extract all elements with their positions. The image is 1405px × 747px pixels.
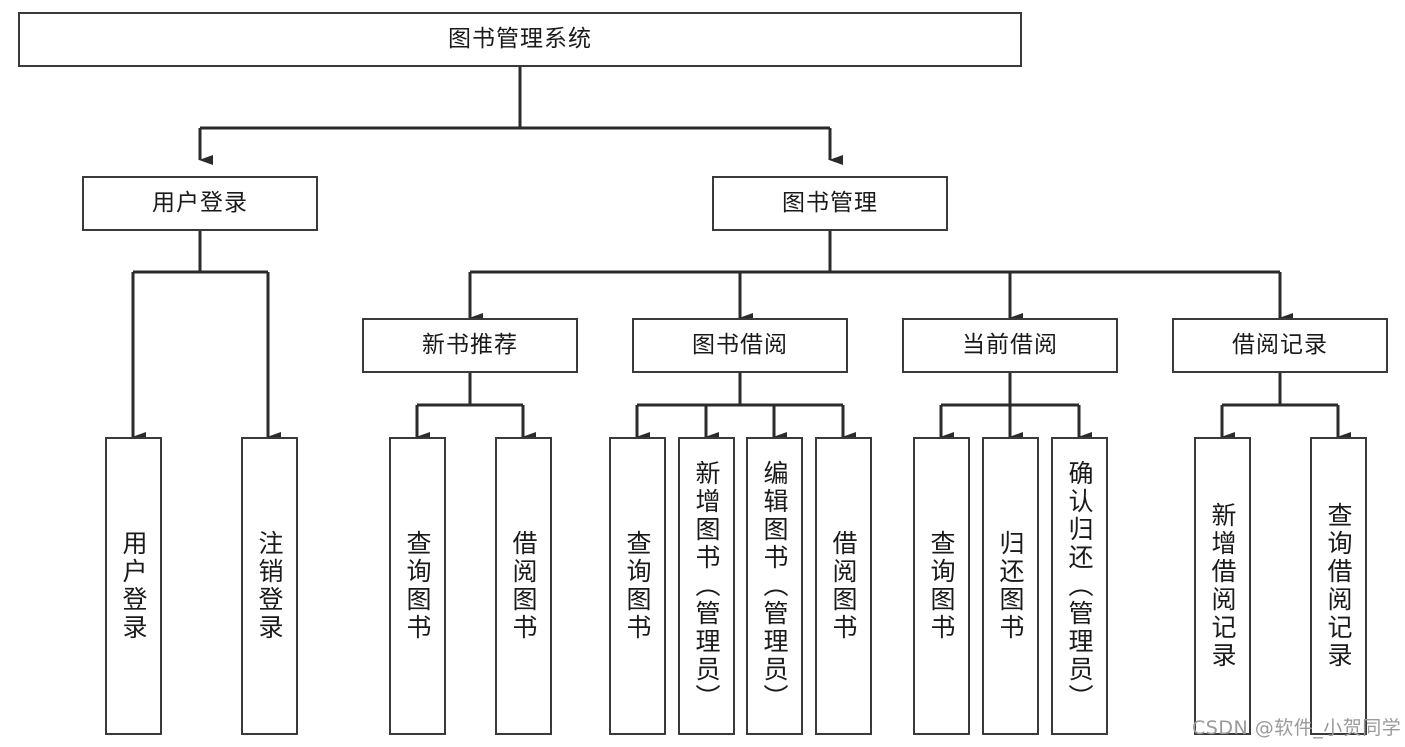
node-root-label: 图书管理系统 — [448, 25, 592, 52]
leaf-query-book-3-label: 查询图书 — [927, 530, 956, 642]
leaf-query-record[interactable]: 查询借阅记录 — [1310, 437, 1367, 735]
leaf-add-record-label: 新增借阅记录 — [1208, 502, 1237, 670]
node-borrow-record-label: 借阅记录 — [1232, 331, 1328, 358]
node-book-borrow[interactable]: 图书借阅 — [632, 318, 848, 373]
leaf-user-login-label: 用户登录 — [119, 530, 148, 642]
node-user-login-label: 用户登录 — [152, 189, 248, 216]
leaf-query-book-1[interactable]: 查询图书 — [389, 437, 446, 735]
node-new-book-recommend-label: 新书推荐 — [422, 331, 518, 358]
leaf-query-book-2[interactable]: 查询图书 — [609, 437, 666, 735]
leaf-borrow-book-1-label: 借阅图书 — [509, 530, 538, 642]
leaf-logout-login-label: 注销登录 — [255, 530, 284, 642]
leaf-add-book[interactable]: 新增图书（管理员） — [678, 437, 735, 735]
leaf-query-book-1-label: 查询图书 — [403, 530, 432, 642]
leaf-add-book-label: 新增图书（管理员） — [692, 460, 721, 712]
node-borrow-record[interactable]: 借阅记录 — [1172, 318, 1388, 373]
node-current-borrow[interactable]: 当前借阅 — [902, 318, 1118, 373]
node-book-manage-label: 图书管理 — [782, 189, 878, 216]
leaf-edit-book-label: 编辑图书（管理员） — [760, 460, 789, 712]
leaf-borrow-book-2-label: 借阅图书 — [829, 530, 858, 642]
node-book-borrow-label: 图书借阅 — [692, 331, 788, 358]
leaf-borrow-book-1[interactable]: 借阅图书 — [495, 437, 552, 735]
node-user-login[interactable]: 用户登录 — [82, 176, 318, 231]
node-new-book-recommend[interactable]: 新书推荐 — [362, 318, 578, 373]
leaf-confirm-return-label: 确认归还（管理员） — [1065, 460, 1094, 712]
node-book-manage[interactable]: 图书管理 — [712, 176, 948, 231]
leaf-query-record-label: 查询借阅记录 — [1324, 502, 1353, 670]
node-current-borrow-label: 当前借阅 — [962, 331, 1058, 358]
leaf-user-login[interactable]: 用户登录 — [105, 437, 162, 735]
leaf-add-record[interactable]: 新增借阅记录 — [1194, 437, 1251, 735]
leaf-edit-book[interactable]: 编辑图书（管理员） — [746, 437, 803, 735]
csdn-watermark: CSDN @软件_小贺同学 — [1192, 717, 1402, 739]
leaf-query-book-2-label: 查询图书 — [623, 530, 652, 642]
leaf-return-book-label: 归还图书 — [996, 530, 1025, 642]
leaf-logout-login[interactable]: 注销登录 — [241, 437, 298, 735]
leaf-confirm-return[interactable]: 确认归还（管理员） — [1051, 437, 1108, 735]
leaf-borrow-book-2[interactable]: 借阅图书 — [815, 437, 872, 735]
leaf-query-book-3[interactable]: 查询图书 — [913, 437, 970, 735]
node-root[interactable]: 图书管理系统 — [18, 12, 1022, 67]
leaf-return-book[interactable]: 归还图书 — [982, 437, 1039, 735]
